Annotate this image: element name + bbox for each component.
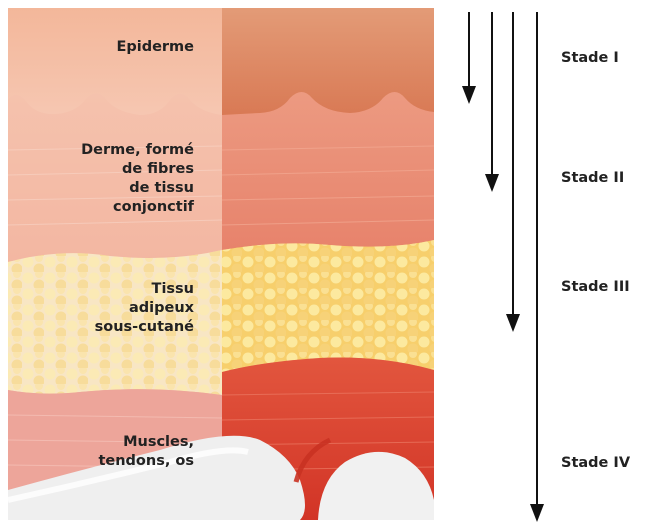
label-muscles: Muscles, tendons, os [98, 433, 194, 471]
stage-3-label: Stade III [561, 279, 630, 295]
label-tissu-adipeux: Tissu adipeux sous-cutané [95, 280, 194, 337]
label-derme-line-1: Derme, formé [81, 141, 194, 160]
stage-2-label: Stade II [561, 170, 624, 186]
label-muscles-line-1: Muscles, [98, 433, 194, 452]
label-adipeux-line-1: Tissu [95, 280, 194, 299]
label-derme-line-3: de tissu [81, 179, 194, 198]
label-muscles-line-2: tendons, os [98, 452, 194, 471]
label-adipeux-line-2: adipeux [95, 299, 194, 318]
stage-4-label: Stade IV [561, 455, 630, 471]
label-derme: Derme, formé de fibres de tissu conjonct… [81, 141, 194, 217]
label-adipeux-line-3: sous-cutané [95, 318, 194, 337]
depth-arrows [462, 12, 544, 522]
label-derme-line-2: de fibres [81, 160, 194, 179]
label-epiderme: Epiderme [116, 38, 194, 57]
stage-1-label: Stade I [561, 50, 619, 66]
label-epiderme-line: Epiderme [116, 38, 194, 57]
label-derme-line-4: conjonctif [81, 198, 194, 217]
